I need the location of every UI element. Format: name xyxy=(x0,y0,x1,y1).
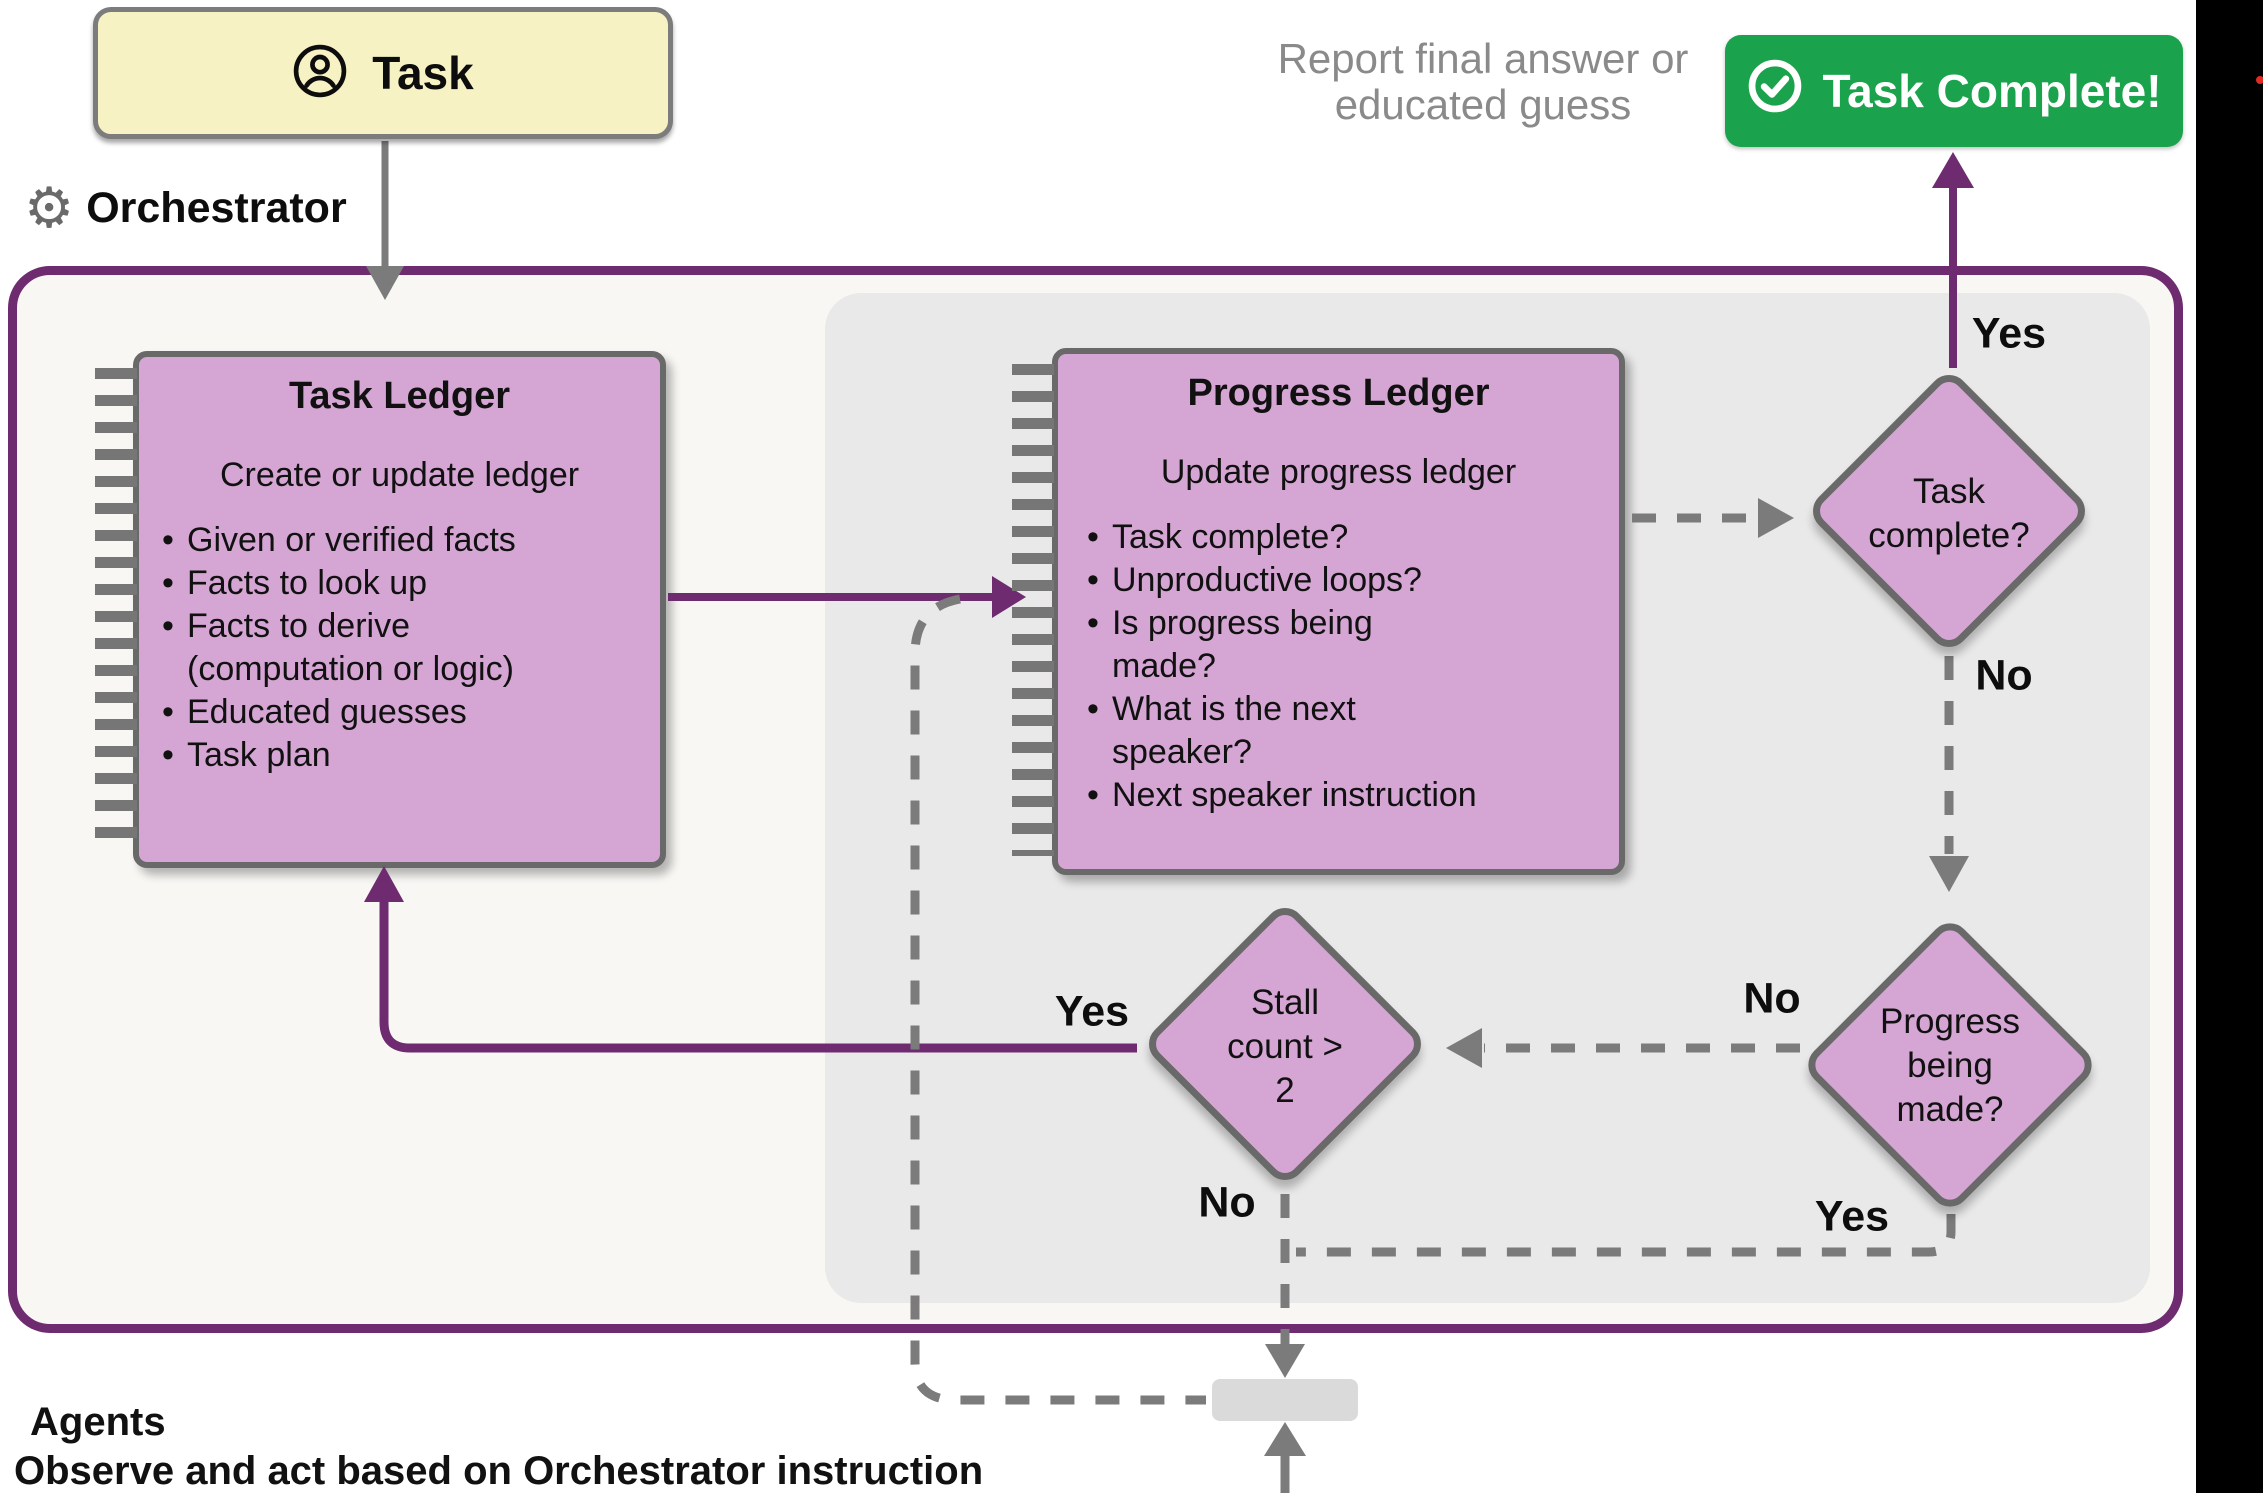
progress-ledger: Progress Ledger Update progress ledger •… xyxy=(1052,348,1625,875)
list-item: • Task complete? xyxy=(1074,516,1619,559)
bullet-glyph: • xyxy=(1087,776,1099,814)
task-box-label: Task xyxy=(372,47,474,99)
orchestrator-label: Orchestrator xyxy=(86,183,347,232)
list-item-text: (computation or logic) xyxy=(187,650,514,688)
list-item-text: Task complete? xyxy=(1112,518,1349,556)
progress-ledger-subtitle: Update progress ledger xyxy=(1160,453,1517,491)
list-item-continuation: speaker? xyxy=(1074,731,1619,774)
progress-ledger-title: Progress Ledger xyxy=(1187,372,1490,414)
check-circle-icon xyxy=(1746,57,1804,126)
arrow-agents-up xyxy=(1264,1422,1306,1493)
list-item-continuation: made? xyxy=(1074,645,1619,688)
decision-line: being xyxy=(1907,1046,1993,1085)
list-item-continuation: (computation or logic) xyxy=(149,648,660,691)
decision-progress-label: Progress being made? xyxy=(1880,1000,2020,1132)
task-ledger: Task Ledger Create or update ledger • Giv… xyxy=(133,351,666,868)
decision-line: 2 xyxy=(1275,1071,1295,1110)
bullet-glyph: • xyxy=(162,693,174,731)
list-item: • Educated guesses xyxy=(149,691,660,734)
task-box: Task xyxy=(93,7,673,139)
list-item-text: Next speaker instruction xyxy=(1112,776,1477,814)
bullet-glyph: • xyxy=(1087,604,1099,642)
task-ledger-subtitle: Create or update ledger xyxy=(219,456,580,494)
list-item-text: made? xyxy=(1112,647,1216,685)
decision-line: count > xyxy=(1227,1027,1343,1066)
spiral-binding xyxy=(95,368,137,846)
agents-title: Agents xyxy=(30,1400,166,1444)
list-item-text: Unproductive loops? xyxy=(1112,561,1422,599)
orchestrator-header: ⚙ Orchestrator xyxy=(24,180,347,236)
task-ledger-list: • Given or verified facts • Facts to look … xyxy=(139,519,660,777)
agents-subtitle: Observe and act based on Orchestrator in… xyxy=(14,1449,984,1493)
user-circle-icon xyxy=(292,43,348,104)
list-item-text: What is the next xyxy=(1112,690,1356,728)
task-ledger-title: Task Ledger xyxy=(288,375,511,417)
label-taskcomplete-no: No xyxy=(1975,651,2033,700)
decision-line: complete? xyxy=(1868,516,2030,555)
list-item-text: speaker? xyxy=(1112,733,1252,771)
gear-icon: ⚙ xyxy=(24,176,75,239)
task-complete-button-label: Task Complete! xyxy=(1822,65,2162,117)
bullet-glyph: • xyxy=(162,564,174,602)
spiral-binding xyxy=(1012,364,1054,856)
bullet-spacer xyxy=(1074,645,1112,688)
report-note: Report final answer or educated guess xyxy=(1183,36,1783,128)
list-item: • Given or verified facts xyxy=(149,519,660,562)
list-item: • Unproductive loops? xyxy=(1074,559,1619,602)
agents-box xyxy=(1212,1379,1358,1421)
decision-line: Task xyxy=(1913,472,1985,511)
list-item-text: Is progress being xyxy=(1112,604,1373,642)
bullet-spacer xyxy=(149,648,187,691)
list-item-text: Facts to look up xyxy=(187,564,428,602)
decision-line: made? xyxy=(1896,1090,2004,1129)
bullet-glyph: • xyxy=(1087,518,1099,556)
list-item: • Is progress being xyxy=(1074,602,1619,645)
report-note-line2: educated guess xyxy=(1334,81,1632,128)
decision-stall-label: Stall count > 2 xyxy=(1227,981,1343,1113)
decision-line: Progress xyxy=(1879,1002,2021,1041)
label-taskcomplete-yes: Yes xyxy=(1971,309,2047,358)
label-stall-no: No xyxy=(1198,1178,1256,1227)
list-item: • Facts to look up xyxy=(149,562,660,605)
task-complete-button: Task Complete! xyxy=(1725,35,2183,147)
red-dot xyxy=(2256,76,2263,84)
screen-edge-strip xyxy=(2196,0,2263,1493)
label-progress-no: No xyxy=(1743,974,1801,1023)
report-note-line1: Report final answer or xyxy=(1277,35,1689,82)
bullet-glyph: • xyxy=(1087,561,1099,599)
list-item: • What is the next xyxy=(1074,688,1619,731)
list-item-text: Given or verified facts xyxy=(187,521,516,559)
list-item-text: Educated guesses xyxy=(187,693,467,731)
list-item: • Next speaker instruction xyxy=(1074,774,1619,817)
label-stall-yes: Yes xyxy=(1054,987,1130,1036)
bullet-glyph: • xyxy=(1087,690,1099,728)
decision-line: Stall xyxy=(1250,983,1320,1022)
list-item: • Facts to derive xyxy=(149,605,660,648)
bullet-glyph: • xyxy=(162,521,174,559)
bullet-glyph: • xyxy=(162,736,174,774)
list-item-text: Facts to derive xyxy=(187,607,410,645)
bullet-spacer xyxy=(1074,731,1112,774)
label-progress-yes: Yes xyxy=(1814,1192,1890,1241)
list-item: • Task plan xyxy=(149,734,660,777)
progress-ledger-list: • Task complete? • Unproductive loops? • Is… xyxy=(1058,516,1619,817)
bullet-glyph: • xyxy=(162,607,174,645)
list-item-text: Task plan xyxy=(187,736,331,774)
decision-task-complete-label: Task complete? xyxy=(1868,470,2029,558)
